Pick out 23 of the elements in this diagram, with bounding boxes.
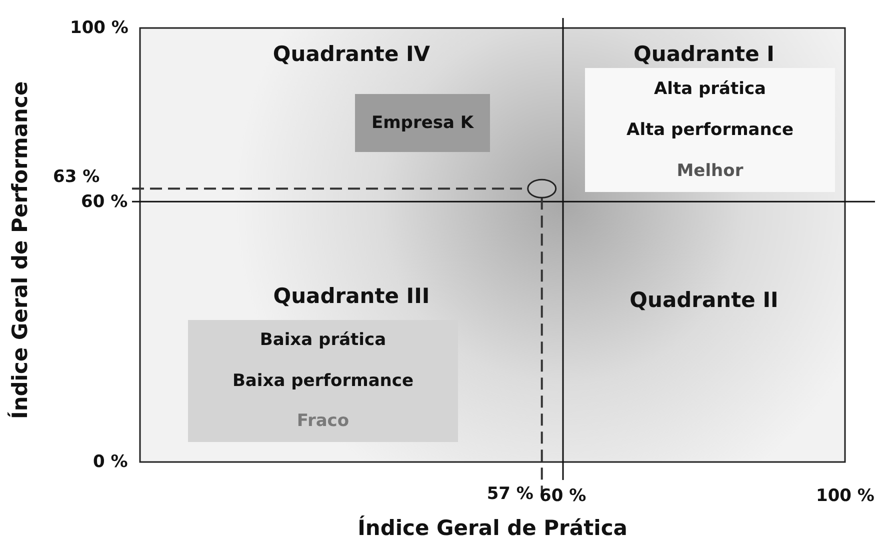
- quadrant-title: Quadrante IV: [272, 42, 430, 66]
- quadrant-title: Quadrante III: [273, 284, 430, 308]
- axis-title: Índice Geral de Prática: [358, 516, 628, 540]
- box-text: Empresa K: [371, 113, 474, 133]
- box-text: Alta performance: [626, 120, 794, 140]
- box-text: Baixa prática: [260, 330, 386, 350]
- label-box: [188, 320, 458, 442]
- box-text: Fraco: [296, 411, 350, 432]
- tick-label: 100 %: [816, 486, 874, 506]
- quadrant-title: Quadrante I: [634, 42, 774, 66]
- value-label: 57 %: [486, 484, 534, 504]
- tick-label: 60 %: [81, 192, 128, 212]
- axis-title: Índice Geral de Performance: [8, 80, 32, 421]
- tick-label: 0 %: [93, 452, 128, 472]
- value-label: 63 %: [53, 166, 100, 187]
- tick-label: 60 %: [540, 486, 586, 506]
- quadrant-title: Quadrante II: [630, 288, 778, 312]
- tick-label: 100 %: [70, 18, 128, 38]
- box-text: Baixa performance: [232, 370, 414, 391]
- box-text: Alta prática: [654, 78, 766, 99]
- label-box: [585, 68, 835, 192]
- label-box: [355, 94, 490, 152]
- box-text: Melhor: [676, 161, 744, 182]
